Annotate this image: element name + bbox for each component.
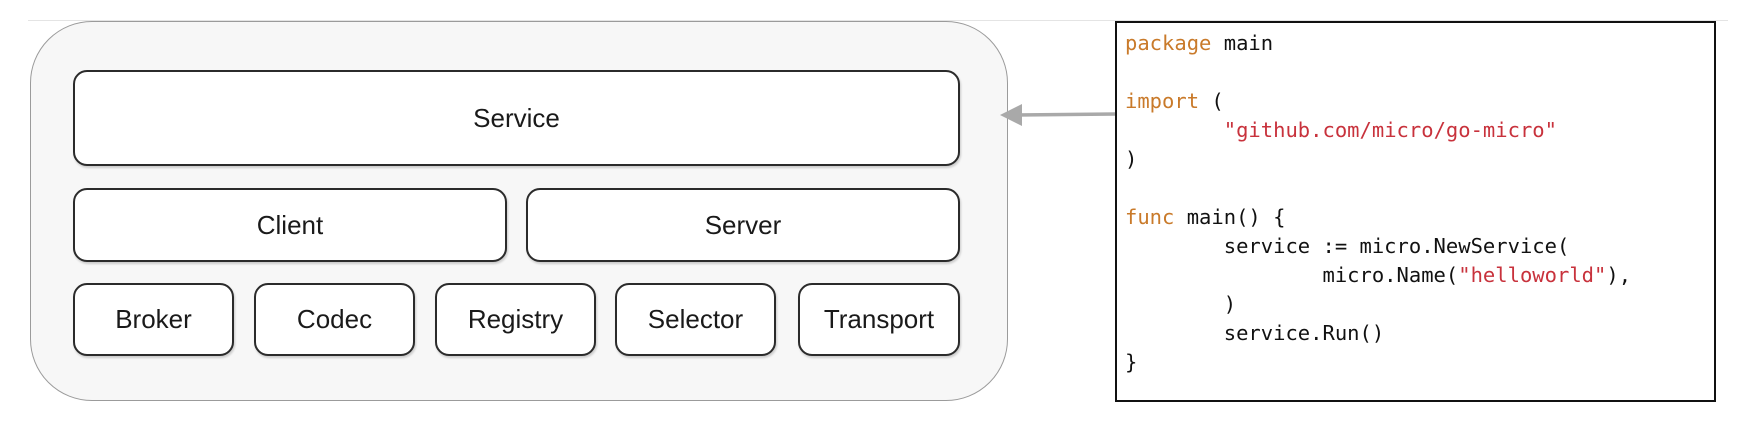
code-text: main — [1211, 31, 1274, 55]
client-label: Client — [256, 209, 324, 240]
code-line: } — [1125, 348, 1714, 377]
code-line: func main() { — [1125, 203, 1714, 232]
transport-box: Transport — [798, 283, 960, 356]
code-text: service := micro.NewService( — [1125, 234, 1570, 258]
selector-box: Selector — [615, 283, 776, 356]
registry-box: Registry — [435, 283, 596, 356]
code-line: service := micro.NewService( — [1125, 232, 1714, 261]
code-line: service.Run() — [1125, 319, 1714, 348]
codec-label: Codec — [296, 304, 373, 334]
code-string: "github.com/micro/go-micro" — [1223, 118, 1557, 142]
code-text — [1125, 118, 1224, 142]
code-line: package main — [1125, 29, 1714, 58]
arrow-to-service — [1000, 104, 1117, 126]
code-keyword: import — [1125, 89, 1200, 113]
client-box: Client — [73, 188, 507, 262]
code-line: "github.com/micro/go-micro" — [1125, 116, 1714, 145]
code-block: package main import ( "github.com/micro/g… — [1125, 29, 1714, 377]
arrow-shaft — [1015, 112, 1117, 117]
code-keyword: func — [1125, 205, 1175, 229]
service-box: Service — [73, 70, 960, 166]
code-line — [1125, 174, 1714, 203]
code-text: ) — [1125, 292, 1237, 316]
server-label: Server — [704, 209, 782, 240]
code-text: } — [1125, 350, 1138, 374]
code-text: ( — [1199, 89, 1224, 113]
selector-label: Selector — [647, 304, 744, 334]
code-string: "helloworld" — [1458, 263, 1607, 287]
code-text: ), — [1606, 263, 1632, 287]
code-panel: package main import ( "github.com/micro/g… — [1115, 21, 1716, 402]
top-divider — [28, 20, 1728, 21]
broker-box: Broker — [73, 283, 234, 356]
registry-label: Registry — [467, 304, 564, 334]
code-text: micro.Name( — [1125, 263, 1459, 287]
code-line: micro.Name("helloworld"), — [1125, 261, 1714, 290]
code-text: main() { — [1174, 205, 1286, 229]
arrow-head — [1000, 104, 1022, 126]
broker-label: Broker — [115, 304, 192, 334]
transport-label: Transport — [823, 304, 935, 334]
service-label: Service — [473, 102, 560, 133]
code-line: ) — [1125, 290, 1714, 319]
code-keyword: package — [1125, 31, 1212, 55]
code-line: import ( — [1125, 87, 1714, 116]
code-text: service.Run() — [1125, 321, 1385, 345]
codec-box: Codec — [254, 283, 415, 356]
server-box: Server — [526, 188, 960, 262]
code-text: ) — [1125, 147, 1138, 171]
code-line: ) — [1125, 145, 1714, 174]
code-line — [1125, 58, 1714, 87]
